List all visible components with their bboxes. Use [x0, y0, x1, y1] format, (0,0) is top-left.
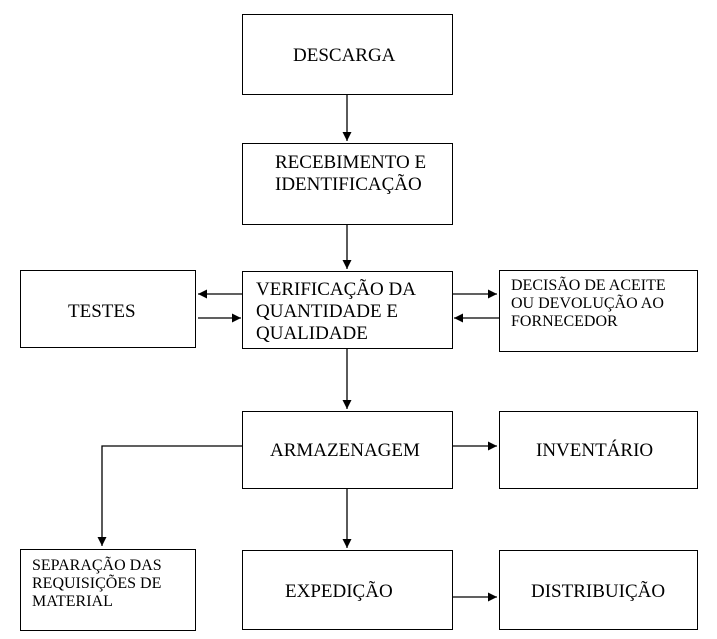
- node-decisao: DECISÃO DE ACEITE OU DEVOLUÇÃO AO FORNEC…: [499, 270, 698, 352]
- node-separacao-label: SEPARAÇÃO DAS REQUISIÇÕES DE MATERIAL: [32, 557, 162, 610]
- node-expedicao-label: EXPEDIÇÃO: [285, 581, 393, 602]
- node-recebimento-label: RECEBIMENTO E IDENTIFICAÇÃO: [275, 152, 427, 195]
- node-decisao-label: DECISÃO DE ACEITE OU DEVOLUÇÃO AO FORNEC…: [511, 277, 666, 330]
- node-inventario-label: INVENTÁRIO: [536, 440, 654, 461]
- node-testes-label: TESTES: [68, 301, 136, 322]
- arrow-armazenagem-separacao: [97, 445, 242, 546]
- node-verificacao-label: VERIFICAÇÃO DA QUANTIDADE E QUALIDADE: [256, 279, 416, 344]
- node-expedicao: EXPEDIÇÃO: [242, 550, 453, 630]
- node-inventario: INVENTÁRIO: [499, 411, 698, 489]
- node-separacao: SEPARAÇÃO DAS REQUISIÇÕES DE MATERIAL: [20, 549, 196, 631]
- node-distribuicao-label: DISTRIBUIÇÃO: [531, 581, 666, 602]
- node-recebimento: RECEBIMENTO E IDENTIFICAÇÃO: [242, 143, 453, 225]
- node-distribuicao: DISTRIBUIÇÃO: [499, 550, 698, 630]
- node-descarga: DESCARGA: [242, 14, 453, 95]
- node-verificacao: VERIFICAÇÃO DA QUANTIDADE E QUALIDADE: [242, 271, 453, 349]
- node-descarga-label: DESCARGA: [293, 45, 396, 66]
- node-armazenagem-label: ARMAZENAGEM: [270, 440, 420, 461]
- node-testes: TESTES: [20, 270, 196, 348]
- node-armazenagem: ARMAZENAGEM: [242, 411, 453, 489]
